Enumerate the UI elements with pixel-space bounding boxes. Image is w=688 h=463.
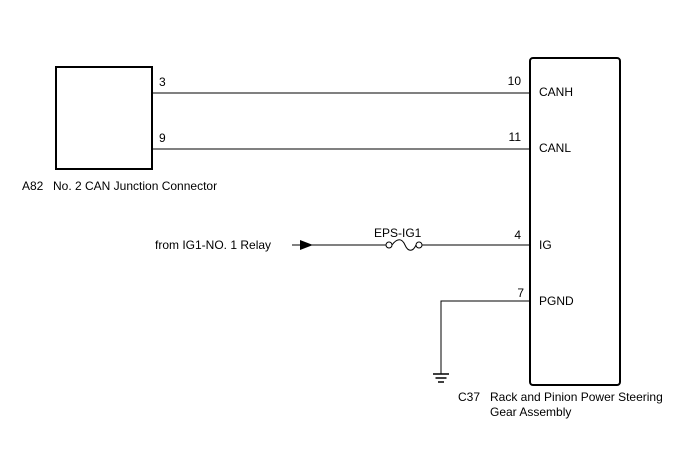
fuse-icon [385, 239, 423, 251]
c37-pin-label-canl: CANL [539, 141, 571, 155]
ground-icon [433, 373, 449, 383]
c37-pin-label-canh: CANH [539, 85, 573, 99]
c37-code: C37 [458, 390, 480, 404]
c37-component-box [529, 57, 621, 386]
c37-pin-number-canl: 11 [509, 130, 522, 144]
power-arrow-icon [300, 240, 313, 250]
pgnd-wire [440, 300, 530, 374]
a82-connector-box [55, 66, 153, 170]
c37-pin-label-pgnd: PGND [539, 294, 574, 308]
a82-name: No. 2 CAN Junction Connector [53, 179, 217, 193]
fuse-label: EPS-IG1 [374, 226, 422, 240]
c37-pin-number-pgnd: 7 [517, 286, 524, 300]
a82-pin-canh: 3 [159, 75, 166, 89]
a82-code: A82 [22, 179, 44, 193]
c37-pin-number-ig: 4 [514, 228, 521, 242]
c37-pin-label-ig: IG [539, 238, 552, 252]
c37-name-line1: Rack and Pinion Power Steering [490, 390, 663, 404]
power-source-label: from IG1-NO. 1 Relay [155, 238, 271, 252]
c37-name-line2: Gear Assembly [490, 405, 571, 419]
a82-pin-canl: 9 [159, 131, 166, 145]
c37-pin-number-canh: 10 [508, 74, 522, 88]
